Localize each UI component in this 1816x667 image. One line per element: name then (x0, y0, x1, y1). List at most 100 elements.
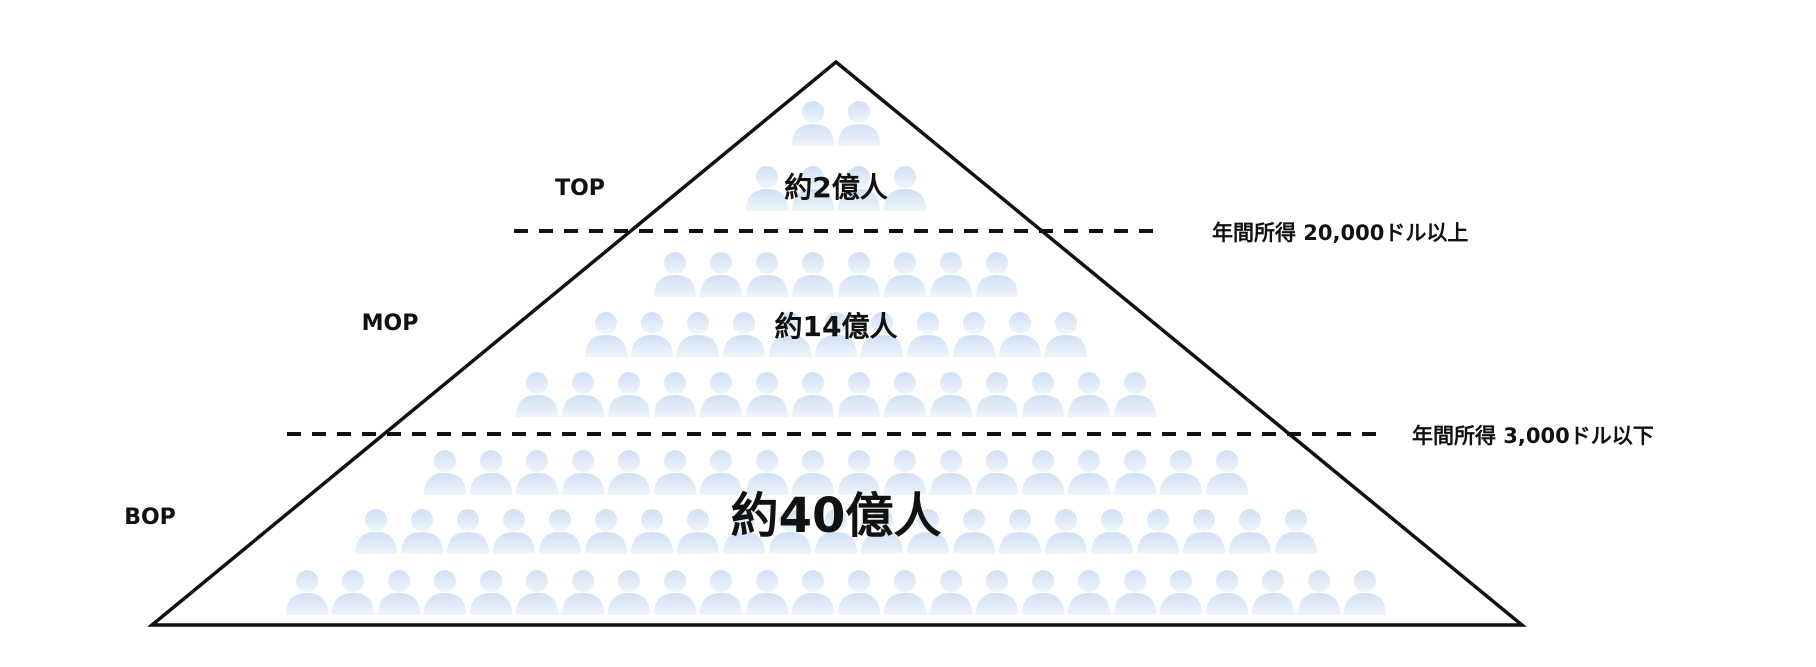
person-icon (930, 570, 972, 615)
person-icon (562, 570, 604, 615)
person-icon (1206, 570, 1248, 615)
person-icon (1160, 570, 1202, 615)
person-icon (1022, 570, 1064, 615)
person-icon (746, 570, 788, 615)
person-icon (999, 509, 1041, 554)
person-icon (815, 312, 857, 357)
person-icon (976, 570, 1018, 615)
person-icon (1114, 372, 1156, 417)
person-icon (493, 509, 535, 554)
person-icon (700, 372, 742, 417)
person-icon (746, 252, 788, 297)
person-icon (355, 509, 397, 554)
person-icon (930, 252, 972, 297)
person-icon (815, 509, 857, 554)
person-icon (1137, 509, 1179, 554)
person-icon (1252, 570, 1294, 615)
person-icon (838, 372, 880, 417)
person-icon (723, 509, 765, 554)
person-icon (608, 570, 650, 615)
person-icon (1275, 509, 1317, 554)
person-icon (378, 570, 420, 615)
person-icon (976, 372, 1018, 417)
person-icon (1068, 372, 1110, 417)
person-icon (884, 570, 926, 615)
person-icon (792, 101, 834, 146)
person-icon (1045, 509, 1087, 554)
person-icon (700, 570, 742, 615)
person-icon (723, 312, 765, 357)
population-label-top: 約2億人 (784, 171, 887, 204)
person-icon (677, 312, 719, 357)
person-icon (1298, 570, 1340, 615)
person-icon (907, 509, 949, 554)
threshold-label-top: 年間所得 20,000ドル以上 (1212, 221, 1468, 245)
person-icon (401, 509, 443, 554)
person-icon (654, 570, 696, 615)
pyramid-outline (147, 59, 1527, 627)
person-icon (976, 450, 1018, 495)
person-icon (677, 509, 719, 554)
person-icon (585, 509, 627, 554)
person-icon (1206, 450, 1248, 495)
person-icon (769, 312, 811, 357)
person-icon (585, 312, 627, 357)
person-icon (654, 372, 696, 417)
person-icon (470, 570, 512, 615)
person-icon (769, 509, 811, 554)
person-icon (976, 252, 1018, 297)
person-icon (1114, 570, 1156, 615)
person-icon (516, 372, 558, 417)
person-icon (792, 166, 834, 211)
person-icon (470, 450, 512, 495)
person-icon (792, 570, 834, 615)
person-icon (884, 372, 926, 417)
person-icon (792, 450, 834, 495)
threshold-label-bottom: 年間所得 3,000ドル以下 (1412, 424, 1654, 448)
person-icon (631, 509, 673, 554)
population-icons (286, 101, 1386, 615)
person-icon (1229, 509, 1271, 554)
person-icon (746, 450, 788, 495)
person-icon (539, 509, 581, 554)
tier-label-mop: MOP (362, 311, 419, 336)
person-icon (1344, 570, 1386, 615)
person-icon (907, 312, 949, 357)
person-icon (286, 570, 328, 615)
person-icon (332, 570, 374, 615)
person-icon (1022, 372, 1064, 417)
person-icon (838, 450, 880, 495)
person-icon (838, 252, 880, 297)
person-icon (930, 372, 972, 417)
person-icon (424, 450, 466, 495)
person-icon (1022, 450, 1064, 495)
person-icon (562, 450, 604, 495)
person-icon (654, 252, 696, 297)
person-icon (746, 166, 788, 211)
person-icon (884, 252, 926, 297)
person-icon (792, 252, 834, 297)
person-icon (1045, 312, 1087, 357)
person-icon (516, 570, 558, 615)
person-icon (608, 450, 650, 495)
person-icon (1183, 509, 1225, 554)
person-icon (654, 450, 696, 495)
person-icon (1091, 509, 1133, 554)
population-label-mop: 約14億人 (775, 310, 898, 343)
person-icon (999, 312, 1041, 357)
person-icon (953, 312, 995, 357)
person-icon (838, 166, 880, 211)
person-icon (562, 372, 604, 417)
person-icon (861, 312, 903, 357)
person-icon (884, 166, 926, 211)
person-icon (700, 450, 742, 495)
person-icon (447, 509, 489, 554)
tier-label-bop: BOP (124, 505, 176, 530)
person-icon (930, 450, 972, 495)
person-icon (631, 312, 673, 357)
population-label-bop: 約40億人 (731, 488, 942, 544)
person-icon (1114, 450, 1156, 495)
person-icon (884, 450, 926, 495)
